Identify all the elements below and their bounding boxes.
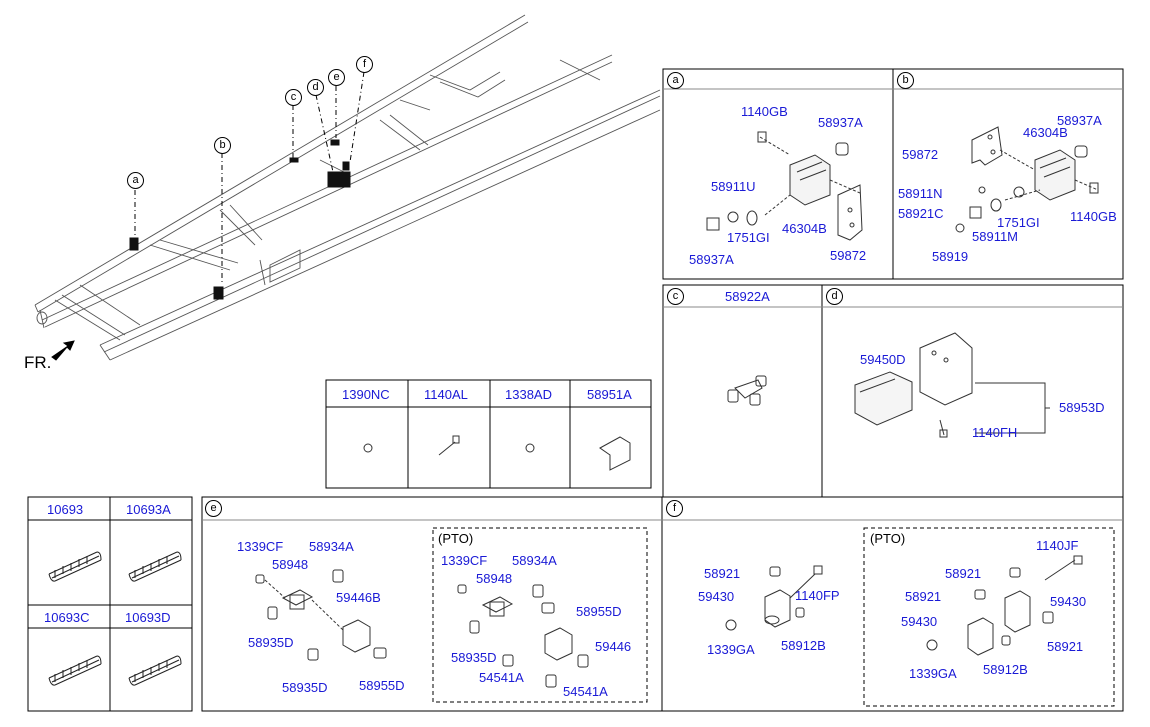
- part-label[interactable]: 58935D: [248, 635, 294, 650]
- callout-f[interactable]: f: [356, 56, 373, 73]
- part-label[interactable]: 58935D: [451, 650, 497, 665]
- part-label[interactable]: 59430: [901, 614, 938, 629]
- part-label[interactable]: 58911N: [898, 186, 943, 201]
- part-label[interactable]: 1339GA: [909, 666, 957, 681]
- section-f-badge: f: [666, 500, 683, 517]
- section-b-badge: b: [897, 72, 914, 89]
- part-label[interactable]: 58934A: [512, 553, 557, 568]
- table-header: 1140AL: [424, 387, 468, 402]
- part-label[interactable]: 58934A: [309, 539, 354, 554]
- table-header: 58951A: [587, 387, 632, 402]
- part-label[interactable]: 59430: [1050, 594, 1087, 609]
- callout-d[interactable]: d: [307, 79, 324, 96]
- part-label[interactable]: 58937A: [818, 115, 863, 130]
- table-header: 1390NC: [342, 387, 390, 402]
- spring-icons: [48, 551, 182, 686]
- part-label[interactable]: 1140JF: [1036, 538, 1079, 553]
- part-label[interactable]: 59450D: [860, 352, 906, 367]
- callout-b[interactable]: b: [214, 137, 231, 154]
- part-label[interactable]: 58921: [1047, 639, 1084, 654]
- section-d-badge: d: [826, 288, 843, 305]
- part-label[interactable]: 58911U: [711, 179, 756, 194]
- section-c-badge: c: [667, 288, 684, 305]
- section-a-badge: a: [667, 72, 684, 89]
- part-label[interactable]: 58955D: [359, 678, 405, 693]
- part-label[interactable]: 58912B: [983, 662, 1028, 677]
- part-label[interactable]: 58937A: [1057, 113, 1102, 128]
- part-label[interactable]: 58953D: [1059, 400, 1105, 415]
- chassis-frame: [34, 14, 661, 361]
- table-header: 10693A: [126, 502, 171, 517]
- callout-a[interactable]: a: [127, 172, 144, 189]
- part-label[interactable]: 1751GI: [727, 230, 770, 245]
- part-label[interactable]: 1751GI: [997, 215, 1040, 230]
- part-label[interactable]: 1339CF: [237, 539, 284, 554]
- part-label[interactable]: 54541A: [563, 684, 608, 699]
- part-label[interactable]: 59872: [902, 147, 939, 162]
- part-label[interactable]: 58948: [476, 571, 513, 586]
- callout-c[interactable]: c: [285, 89, 302, 106]
- part-label[interactable]: 58937A: [689, 252, 734, 267]
- part-label[interactable]: 59446: [595, 639, 632, 654]
- part-label[interactable]: 58922A: [725, 289, 770, 304]
- part-label[interactable]: 1140GB: [741, 104, 788, 119]
- part-label[interactable]: 54541A: [479, 670, 524, 685]
- part-label[interactable]: 58955D: [576, 604, 622, 619]
- callout-e[interactable]: e: [328, 69, 345, 86]
- part-label[interactable]: 58921: [905, 589, 942, 604]
- part-label[interactable]: 1140GB: [1070, 209, 1117, 224]
- part-label[interactable]: 58921: [945, 566, 982, 581]
- table-header: 1338AD: [505, 387, 552, 402]
- part-label[interactable]: 59430: [698, 589, 735, 604]
- part-label[interactable]: 58911M: [972, 229, 1019, 244]
- table-header: 10693: [47, 502, 84, 517]
- part-label[interactable]: 1140FH: [972, 425, 1018, 440]
- part-label[interactable]: 59446B: [336, 590, 381, 605]
- part-label[interactable]: 59872: [830, 248, 867, 263]
- part-label[interactable]: 1140FP: [795, 588, 840, 603]
- pto-label: (PTO): [438, 531, 474, 546]
- part-label[interactable]: 58935D: [282, 680, 328, 695]
- part-label[interactable]: 58948: [272, 557, 309, 572]
- table-header: 10693C: [44, 610, 90, 625]
- part-label[interactable]: 58921C: [898, 206, 944, 221]
- front-label: FR.: [24, 353, 52, 372]
- pto-label: (PTO): [870, 531, 906, 546]
- part-label[interactable]: 58919: [932, 249, 969, 264]
- part-label[interactable]: 1339CF: [441, 553, 488, 568]
- table-header: 10693D: [125, 610, 171, 625]
- part-label[interactable]: 1339GA: [707, 642, 755, 657]
- part-label[interactable]: 46304B: [782, 221, 827, 236]
- part-label[interactable]: 58912B: [781, 638, 826, 653]
- section-e-badge: e: [205, 500, 222, 517]
- part-label[interactable]: 58921: [704, 566, 741, 581]
- part-label[interactable]: 46304B: [1023, 125, 1068, 140]
